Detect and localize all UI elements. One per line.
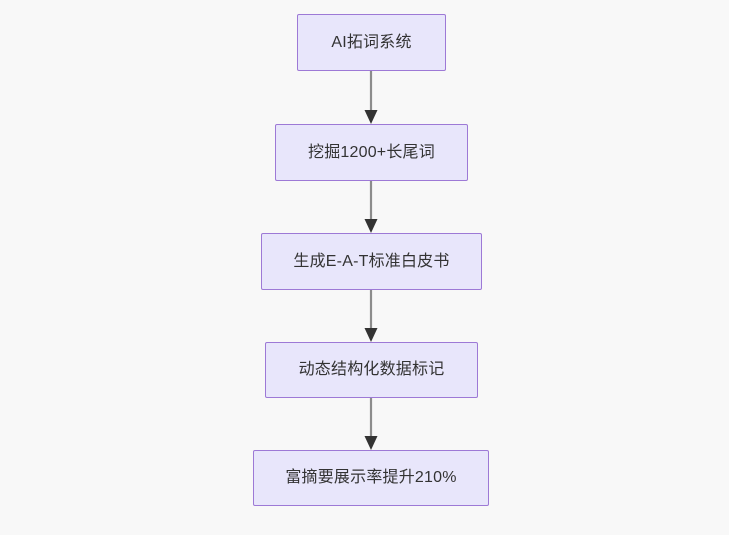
- edge-n1-to-n2: [364, 71, 378, 124]
- edge-n2-to-n3: [364, 181, 378, 233]
- node-label: 富摘要展示率提升210%: [285, 469, 457, 487]
- edge-n3-to-n4: [364, 290, 378, 342]
- edge-n4-to-n5: [364, 398, 378, 450]
- flowchart-node-rich-snippet-rate-increase[interactable]: 富摘要展示率提升210%: [253, 450, 489, 506]
- flowchart-node-generate-eat-whitepaper[interactable]: 生成E-A-T标准白皮书: [261, 233, 482, 290]
- node-label: 挖掘1200+长尾词: [308, 143, 435, 161]
- node-label: 生成E-A-T标准白皮书: [293, 252, 450, 270]
- flowchart-node-mine-longtail-keywords[interactable]: 挖掘1200+长尾词: [275, 124, 468, 181]
- node-label: AI拓词系统: [331, 33, 412, 51]
- flowchart-node-dynamic-structured-data-markup[interactable]: 动态结构化数据标记: [265, 342, 478, 398]
- node-label: 动态结构化数据标记: [298, 361, 445, 379]
- flowchart-node-ai-keyword-system[interactable]: AI拓词系统: [297, 14, 446, 71]
